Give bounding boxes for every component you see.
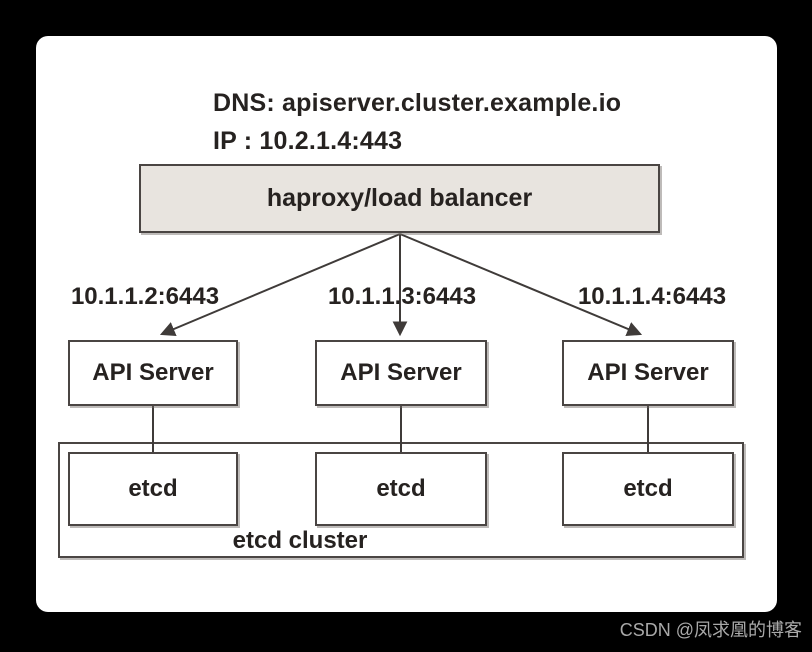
etcd-label-3: etcd: [623, 475, 673, 502]
csdn-watermark: CSDN @凤求凰的博客: [619, 620, 802, 640]
ip-line: IP : 10.2.1.4:443: [213, 127, 403, 155]
api-server-label-3: API Server: [587, 359, 709, 386]
api-server-box-2: API Server: [315, 340, 487, 406]
api-server-box-3: API Server: [562, 340, 734, 406]
etcd-label-1: etcd: [128, 475, 178, 502]
api-server-box-1: API Server: [68, 340, 238, 406]
etcd-label-2: etcd: [376, 475, 426, 502]
endpoint-label-1: 10.1.1.2:6443: [70, 283, 220, 310]
api-server-label-1: API Server: [92, 359, 214, 386]
dns-title: DNS: apiserver.cluster.example.io IP : 1…: [213, 84, 621, 160]
dns-line: DNS: apiserver.cluster.example.io: [213, 89, 622, 117]
etcd-cluster-label: etcd cluster: [232, 527, 368, 554]
load-balancer-box: haproxy/load balancer: [139, 164, 660, 233]
api-server-label-2: API Server: [340, 359, 462, 386]
etcd-box-2: etcd: [315, 452, 487, 526]
load-balancer-label: haproxy/load balancer: [266, 184, 533, 212]
etcd-box-3: etcd: [562, 452, 734, 526]
endpoint-label-2: 10.1.1.3:6443: [327, 283, 477, 310]
endpoint-label-3: 10.1.1.4:6443: [577, 283, 727, 310]
etcd-box-1: etcd: [68, 452, 238, 526]
